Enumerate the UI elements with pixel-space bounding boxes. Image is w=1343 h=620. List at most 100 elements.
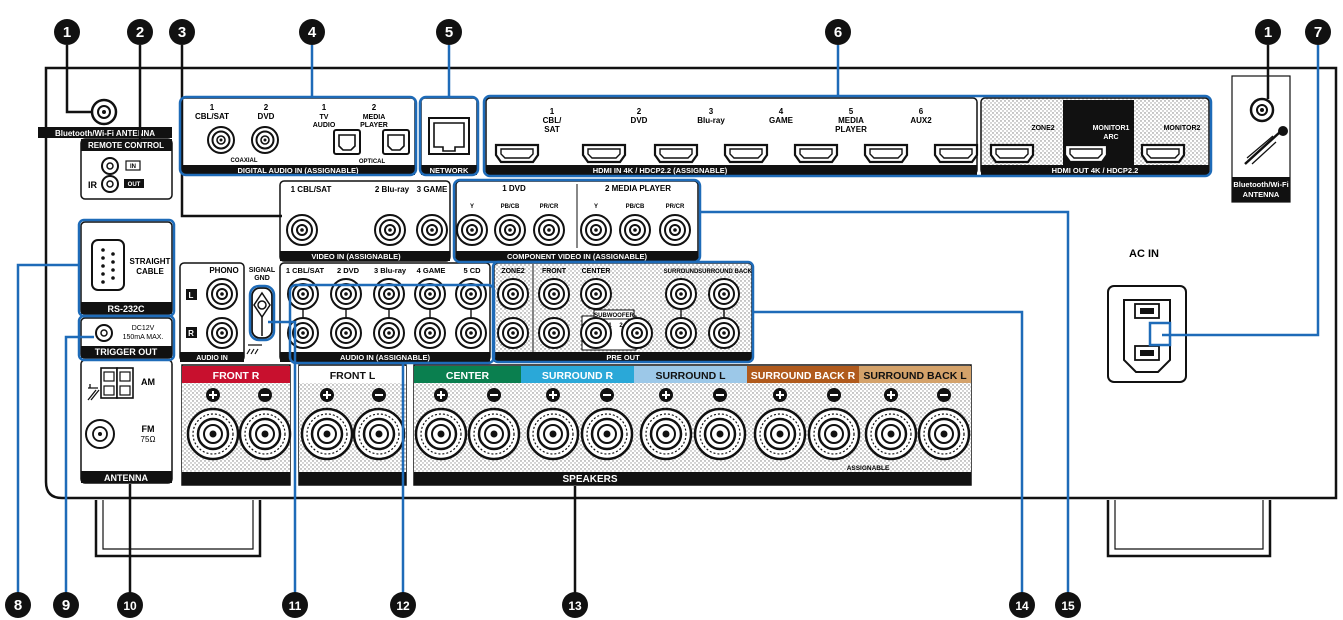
sp-front-l-positive-terminal[interactable] [300, 407, 354, 461]
sp-surround-r-positive-terminal[interactable] [526, 407, 580, 461]
phono-l-jack[interactable] [206, 278, 238, 310]
hdmi-out-section: ZONE2 MONITOR1 ARC MONITOR2 HDMI OUT 4K … [980, 97, 1210, 175]
hdmi-in-6-port[interactable] [863, 143, 909, 164]
ac-in-section: AC IN [1107, 248, 1187, 383]
sp-surround-l-negative-terminal[interactable] [693, 407, 747, 461]
ai-dvd-label: 2 DVD [337, 266, 360, 275]
network-port[interactable] [428, 117, 470, 155]
monitor1-label-2: ARC [1103, 134, 1118, 141]
comp-mp-label: 2 MEDIA PLAYER [605, 184, 671, 193]
coaxial-2-jack[interactable] [251, 126, 279, 154]
hdmi-in-3-port[interactable] [653, 143, 699, 164]
video-in-2-jack[interactable] [374, 214, 406, 246]
audio-in-5-r-jack[interactable] [455, 317, 487, 349]
sp-center-negative-terminal[interactable] [467, 407, 521, 461]
speaker-label-sp-front-l: FRONT L [330, 370, 376, 382]
hdmi-in-1-port[interactable] [494, 143, 540, 164]
sp-sb-r-negative-terminal[interactable] [807, 407, 861, 461]
comp-1-pb-jack[interactable] [494, 214, 526, 246]
hdmi-out-monitor2-port[interactable] [1140, 143, 1186, 164]
preout-surround-r-jack[interactable] [665, 317, 697, 349]
optical-1-jack[interactable] [333, 129, 361, 155]
audio-in-2-r-jack[interactable] [330, 317, 362, 349]
audio-in-3-l-jack[interactable] [373, 278, 405, 310]
preout-center-jack[interactable] [580, 278, 612, 310]
sp-surround-l-positive-terminal[interactable] [639, 407, 693, 461]
preout-front-l-jack[interactable] [538, 278, 570, 310]
preout-sb-r-jack[interactable] [708, 317, 740, 349]
preout-surround-l-jack[interactable] [665, 278, 697, 310]
hdmi-out-monitor1-port[interactable] [1063, 143, 1109, 164]
zone2-r-jack[interactable] [497, 317, 529, 349]
da-mp-label-1: MEDIA [363, 114, 386, 121]
sp-front-r-negative-terminal[interactable] [238, 407, 292, 461]
callout-marker [1009, 592, 1035, 618]
callout-marker [282, 592, 308, 618]
callout-marker [53, 592, 79, 618]
hdmi-in-label-4: GAME [769, 116, 794, 125]
digital-audio-section: 1 CBL/SAT 2 DVD 1 TV AUDIO 2 MEDIA PLAYE… [180, 97, 416, 175]
comp-1-y-jack[interactable] [456, 214, 488, 246]
speaker-label-sp-sb-r: SURROUND BACK R [751, 370, 856, 382]
hdmi-in-num-1: 1 [550, 107, 555, 116]
hdmi-in-num-4: 4 [779, 107, 784, 116]
preout-front-r-jack[interactable] [538, 317, 570, 349]
preout-sb-l-jack[interactable] [708, 278, 740, 310]
callout-marker [1305, 19, 1331, 45]
optical-2-jack[interactable] [382, 129, 410, 155]
monitor2-label: MONITOR2 [1164, 125, 1201, 132]
po-surround-back-label: SURROUND BACK [698, 269, 752, 275]
sp-sb-l-positive-terminal[interactable] [864, 407, 918, 461]
hdmi-in-2-port[interactable] [581, 143, 627, 164]
speaker-header-bg [521, 366, 634, 383]
hdmi-in-7-port[interactable] [933, 143, 979, 164]
rs232c-port[interactable] [91, 239, 125, 291]
hdmi-in-5-port[interactable] [793, 143, 839, 164]
hdmi-out-bar-label: HDMI OUT 4K / HDCP2.2 [1052, 166, 1139, 175]
audio-in-4-l-jack[interactable] [414, 278, 446, 310]
hdmi-in-num-6: 6 [919, 107, 924, 116]
sp-sb-l-negative-terminal[interactable] [917, 407, 971, 461]
comp-2-pb-jack[interactable] [619, 214, 651, 246]
comp-1-pr-jack[interactable] [533, 214, 565, 246]
sp-front-r-positive-terminal[interactable] [186, 407, 240, 461]
sp-sb-r-positive-terminal[interactable] [753, 407, 807, 461]
comp-pr-1: PR/CR [540, 204, 559, 210]
hdmi-out-zone2-port[interactable] [989, 143, 1035, 164]
da-mp-label-2: PLAYER [360, 122, 388, 129]
sp-center-positive-terminal[interactable] [414, 407, 468, 461]
callout-marker [1255, 19, 1281, 45]
hdmi-in-4-port[interactable] [723, 143, 769, 164]
audio-in-1-l-jack[interactable] [287, 278, 319, 310]
optical-label: OPTICAL [359, 159, 386, 165]
coaxial-1-jack[interactable] [207, 126, 235, 154]
audio-in-3-r-jack[interactable] [373, 317, 405, 349]
phono-r-jack[interactable] [206, 317, 238, 349]
subwoofer-1-jack[interactable] [580, 317, 612, 349]
comp-pr-2: PR/CR [666, 204, 685, 210]
speaker-header-bg [634, 366, 747, 383]
zone2-l-jack[interactable] [497, 278, 529, 310]
ir-in-jack[interactable] [101, 157, 119, 175]
po-zone2-label: ZONE2 [501, 268, 524, 275]
audio-in-4-r-jack[interactable] [414, 317, 446, 349]
comp-2-pr-jack[interactable] [659, 214, 691, 246]
speaker-header-bg [182, 366, 290, 383]
ir-out-jack[interactable] [101, 175, 119, 193]
zone2-out-label: ZONE2 [1031, 125, 1054, 132]
subwoofer-2-jack[interactable] [621, 317, 653, 349]
comp-2-y-jack[interactable] [580, 214, 612, 246]
video-in-3-jack[interactable] [416, 214, 448, 246]
hdmi-in-label2-1: SAT [544, 125, 560, 134]
audio-in-5-l-jack[interactable] [455, 278, 487, 310]
leader-line [64, 335, 94, 595]
da-tv-num: 1 [322, 103, 327, 112]
sp-front-l-negative-terminal[interactable] [352, 407, 406, 461]
sp-surround-r-negative-terminal[interactable] [580, 407, 634, 461]
video-in-1-jack[interactable] [286, 214, 318, 246]
da-tv-label-2: AUDIO [313, 122, 336, 129]
remote-control-section: REMOTE CONTROL IR IN OUT [80, 138, 173, 200]
audio-in-2-l-jack[interactable] [330, 278, 362, 310]
trigger-out-jack[interactable] [95, 324, 113, 342]
